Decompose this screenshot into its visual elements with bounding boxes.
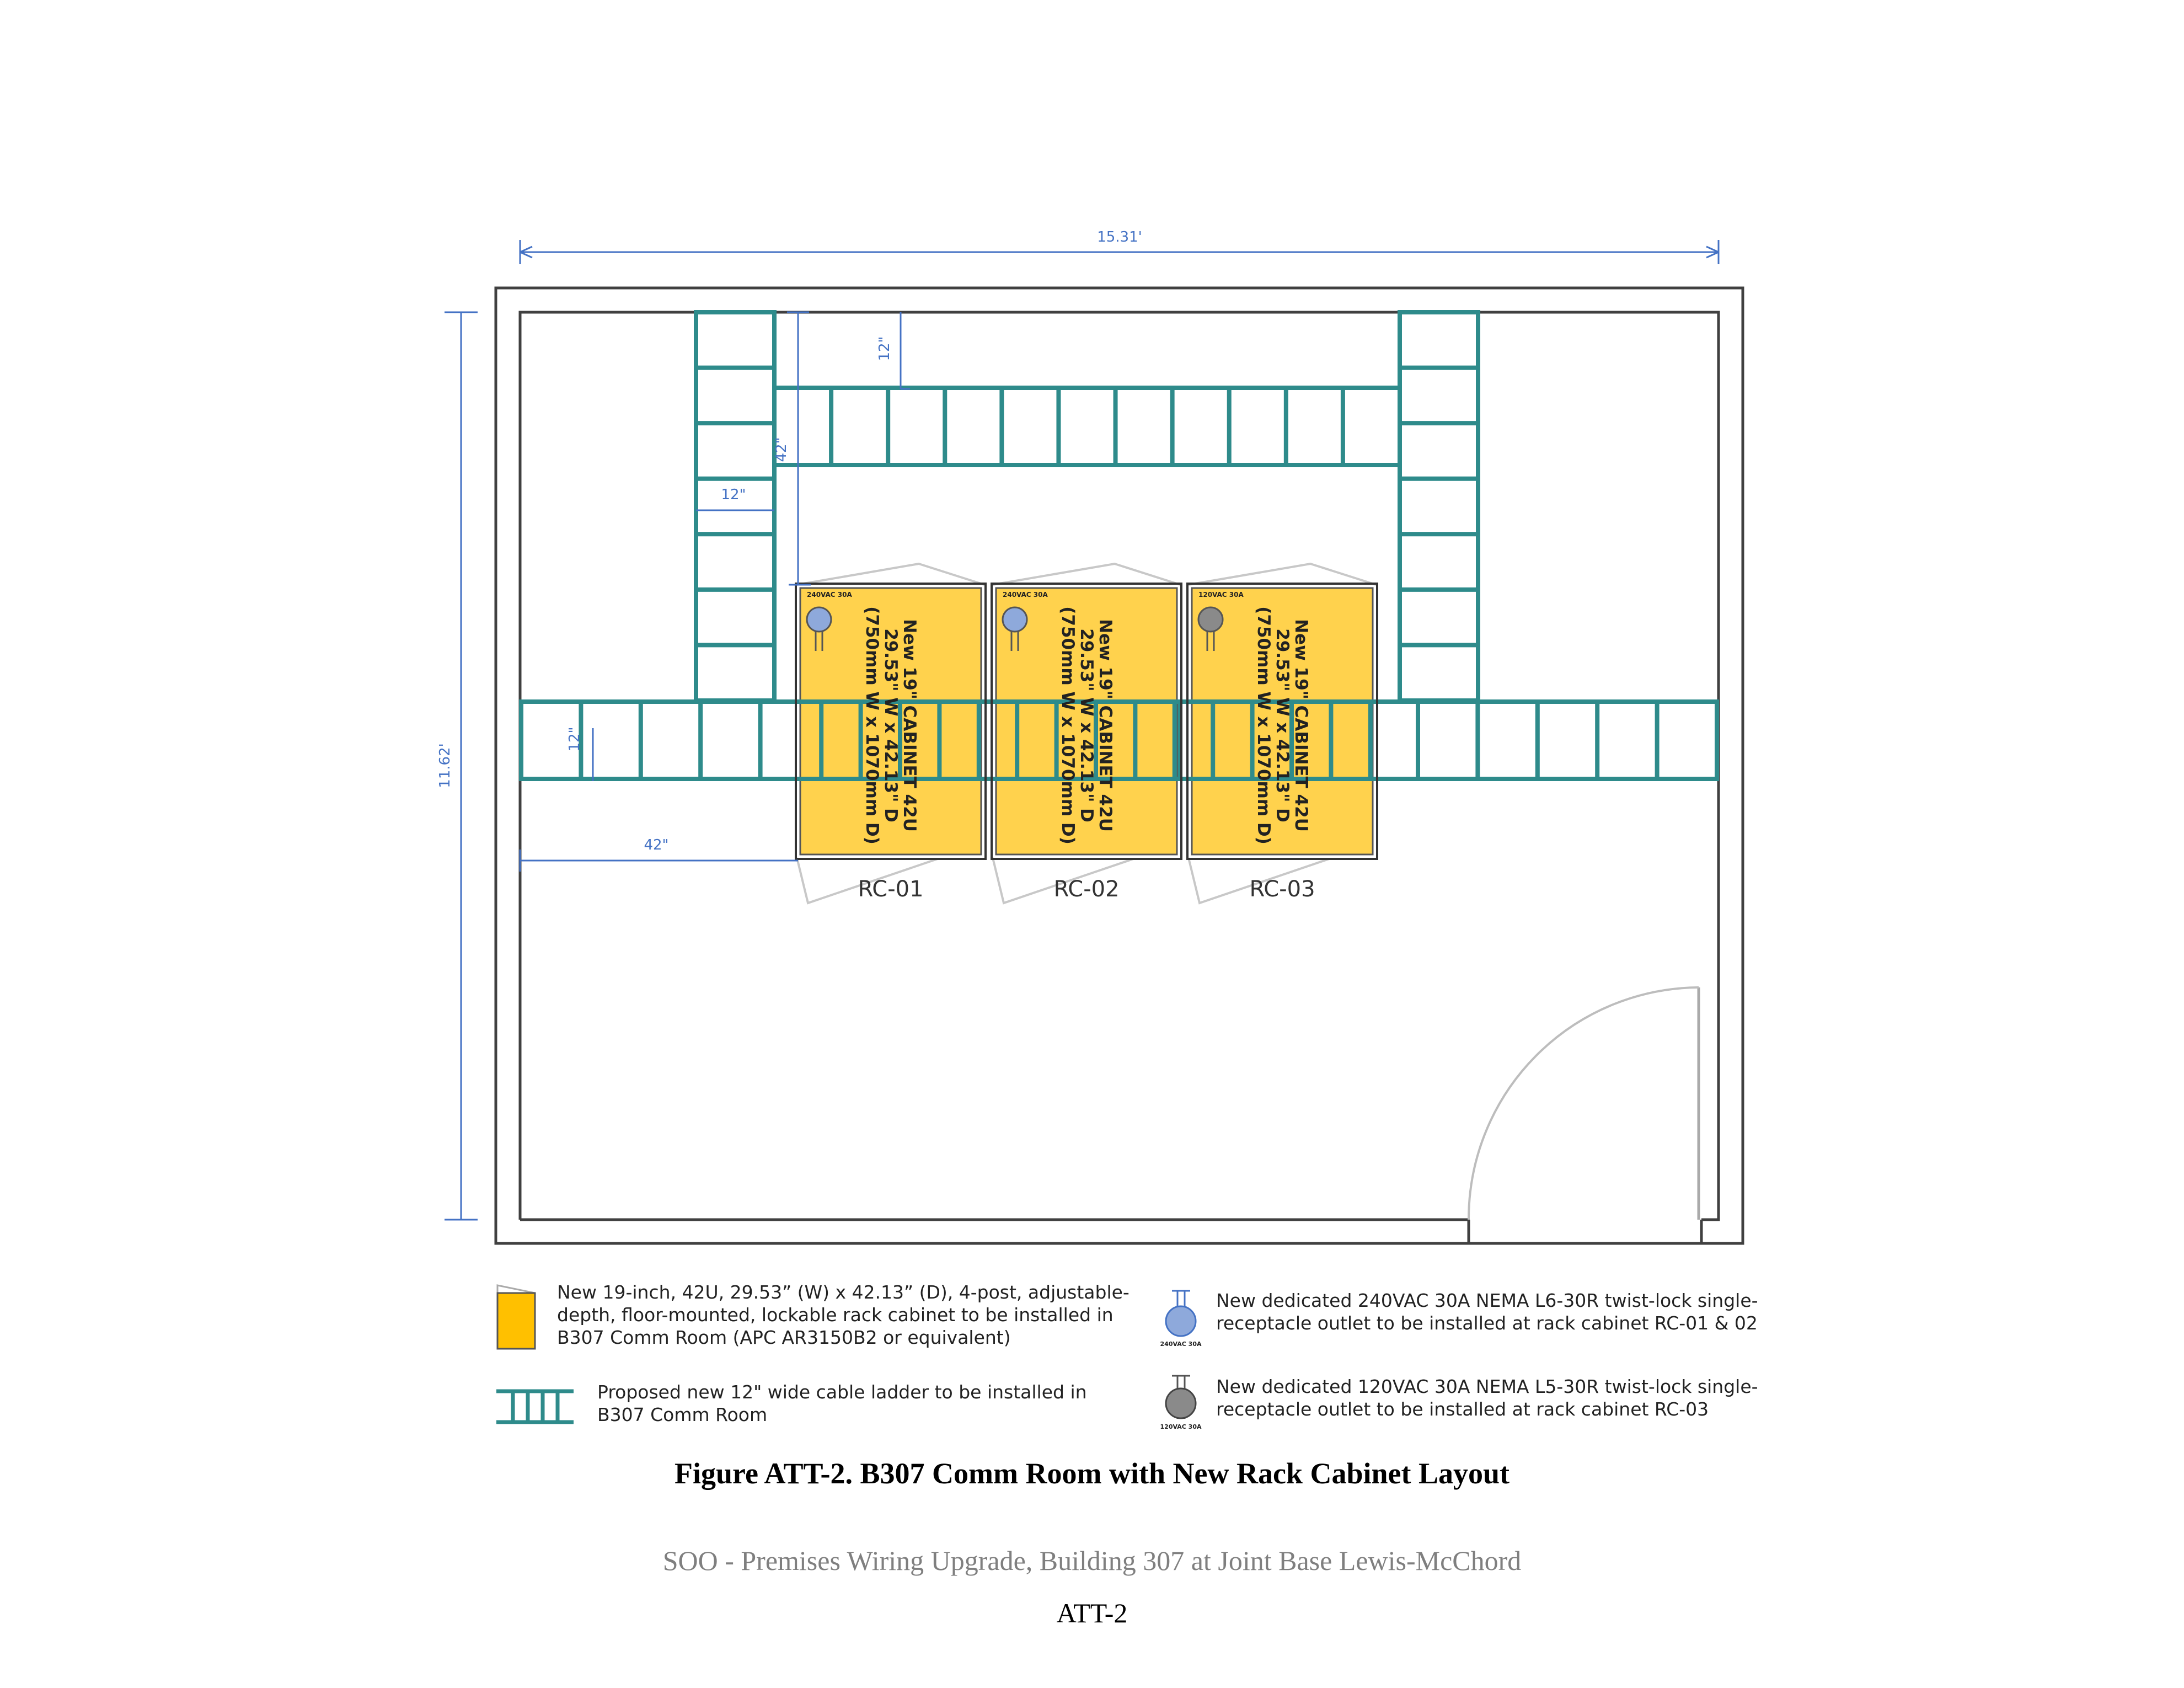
cabinet-description-line: New 19" CABINET 42U — [1095, 619, 1115, 832]
legend-outlet-120-line: New dedicated 120VAC 30A NEMA L5-30R twi… — [1216, 1376, 1758, 1397]
legend-outlet-120-text: New dedicated 120VAC 30A NEMA L5-30R twi… — [1216, 1375, 1758, 1420]
legend-outlet-120-icon-label: 120VAC 30A — [1160, 1423, 1202, 1430]
cabinet-door-swing-top — [1188, 562, 1377, 586]
legend-ladder-line: Proposed new 12" wide cable ladder to be… — [597, 1381, 1087, 1403]
cabinet-description-line: 29.53" W x 42.13" D — [881, 628, 901, 822]
cabinet-description: New 19" CABINET 42U29.53" W x 42.13" D(7… — [862, 606, 919, 845]
cabinet-description-line: New 19" CABINET 42U — [1291, 619, 1311, 832]
cable-ladder-over-cabinet — [797, 699, 984, 781]
rack-cabinet: 240VAC 30A New 19" CABINET 42U29.53" W x … — [795, 562, 987, 905]
dim-ladder-width-top: 12" — [876, 336, 893, 361]
cabinet-body — [1191, 587, 1374, 856]
outlet-icon — [1002, 606, 1028, 651]
dim-ladder-width-left: 12" — [721, 487, 746, 503]
dim-ladder-width-bottom: 12" — [566, 727, 583, 751]
cable-ladder-top-horizontal — [772, 386, 1402, 467]
dimension-labels: 15.31' 11.62' 12" 12" 12" 42" 42" — [437, 229, 1142, 853]
outlet-label: 240VAC 30A — [1003, 591, 1048, 599]
legend-outlet-120-line: receptacle outlet to be installed at rac… — [1216, 1398, 1709, 1420]
legend-icons: 240VAC 30A 120VAC 30A — [496, 1284, 1202, 1430]
cabinet-body — [995, 587, 1178, 856]
rack-cabinet: 240VAC 30A New 19" CABINET 42U29.53" W x … — [991, 562, 1182, 905]
door-swing — [1467, 986, 1700, 1220]
legend-outlet-240-text: New dedicated 240VAC 30A NEMA L6-30R twi… — [1216, 1289, 1758, 1334]
rack-cabinet: 120VAC 30A New 19" CABINET 42U29.53" W x … — [1186, 562, 1378, 905]
legend-ladder-text: Proposed new 12" wide cable ladder to be… — [597, 1381, 1087, 1426]
legend-cabinet-line: depth, floor-mounted, lockable rack cabi… — [557, 1304, 1114, 1326]
legend-cabinet-text: New 19-inch, 42U, 29.53” (W) x 42.13” (D… — [557, 1281, 1130, 1349]
cabinet-door-swing-bottom — [796, 857, 938, 905]
cabinet-id-label: RC-02 — [1053, 877, 1119, 902]
cable-ladder-left-vertical — [694, 310, 777, 703]
dim-overall-width: 15.31' — [1097, 229, 1142, 245]
room-walls — [494, 286, 1744, 1245]
outlet-label: 120VAC 30A — [1198, 591, 1244, 599]
cabinet-description-line: (750mm W x 1070mm D) — [862, 606, 882, 845]
cabinet-description: New 19" CABINET 42U29.53" W x 42.13" D(7… — [1058, 606, 1115, 845]
outlet-icon — [1197, 606, 1224, 651]
legend-cabinet-line: New 19-inch, 42U, 29.53” (W) x 42.13” (D… — [557, 1281, 1130, 1303]
cabinet-description-line: (750mm W x 1070mm D) — [1058, 606, 1078, 845]
legend-outlet-240-line: New dedicated 240VAC 30A NEMA L6-30R twi… — [1216, 1290, 1758, 1311]
cabinet-door-swing-bottom — [992, 857, 1134, 905]
footer-title: SOO - Premises Wiring Upgrade, Building … — [662, 1545, 1522, 1576]
cable-ladder-over-cabinet — [993, 699, 1180, 781]
outlet-icon — [806, 606, 832, 651]
cabinet-description-line: 29.53" W x 42.13" D — [1077, 628, 1096, 822]
cable-ladder-right-vertical — [1398, 310, 1480, 703]
cabinet-description: New 19" CABINET 42U29.53" W x 42.13" D(7… — [1254, 606, 1311, 845]
dim-cabinet-offset: 42" — [644, 837, 668, 853]
cable-ladder-over-cabinet — [1189, 699, 1376, 781]
cabinet-description-line: New 19" CABINET 42U — [900, 619, 919, 832]
cabinet-id-label: RC-01 — [858, 877, 923, 902]
dimension-lines — [445, 240, 1720, 1221]
dim-overall-height: 11.62' — [437, 743, 453, 788]
figure-caption: Figure ATT-2. B307 Comm Room with New Ra… — [674, 1457, 1510, 1490]
legend-outlet-120-icon: 120VAC 30A — [1160, 1375, 1202, 1430]
legend-outlet-240-icon-label: 240VAC 30A — [1160, 1340, 1202, 1348]
legend-cabinet-line: B307 Comm Room (APC AR3150B2 or equivale… — [557, 1327, 1011, 1348]
cabinet-door-swing-bottom — [1187, 857, 1330, 905]
cabinet-door-swing-top — [992, 562, 1181, 586]
legend-outlet-240-line: receptacle outlet to be installed at rac… — [1216, 1312, 1758, 1334]
cabinet-door-swing-top — [796, 562, 985, 586]
legend-cabinet-icon — [496, 1284, 536, 1350]
cabinet-body — [799, 587, 982, 856]
legend-ladder-line: B307 Comm Room — [597, 1404, 768, 1425]
cabinet-description-line: (750mm W x 1070mm D) — [1254, 606, 1273, 845]
cabinet-description-line: 29.53" W x 42.13" D — [1272, 628, 1292, 822]
legend-outlet-240-icon: 240VAC 30A — [1160, 1290, 1202, 1348]
dim-cabinet-clearance: 42" — [773, 437, 790, 462]
legend-ladder-icon — [496, 1389, 574, 1424]
cabinet-id-label: RC-03 — [1249, 877, 1315, 902]
page-number: ATT-2 — [1056, 1598, 1128, 1628]
outlet-label: 240VAC 30A — [807, 591, 852, 599]
